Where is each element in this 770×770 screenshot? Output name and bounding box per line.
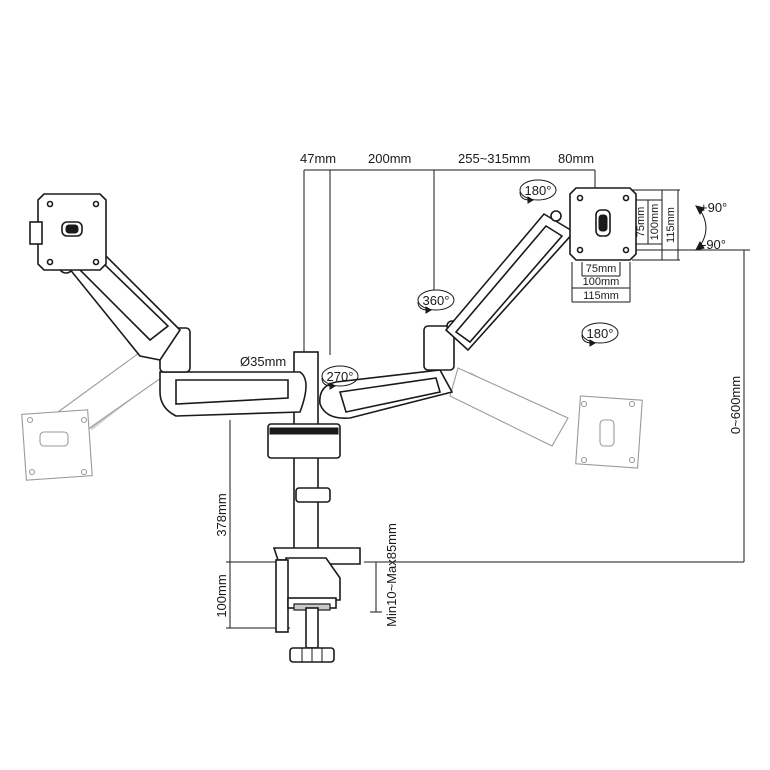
vesa-h-75-label: 75mm [635,207,647,238]
clamp-range-label: Min10~Max85mm [384,523,399,627]
head-offset-label: 80mm [558,151,594,166]
ghost-left-arm [21,344,179,481]
rotate-head-side-badge [581,322,619,347]
swivel-arm-label: 360° [423,293,450,308]
tilt-up-label: +90° [700,200,727,215]
right-vesa-plate [569,187,637,261]
left-vesa-plate [29,193,107,271]
tilt-down-label: -90° [702,237,726,252]
rotate-head-top-badge [519,179,557,204]
left-lower-arm [159,324,307,417]
right-upper-arm [444,210,576,352]
clamp-height-label: 100mm [214,574,229,617]
height-range-label: 0~600mm [728,376,743,434]
pole-height-label: 378mm [214,493,229,536]
vesa-h-100-label: 100mm [649,204,661,241]
arm-second-label: 255~315mm [458,151,531,166]
vesa-w-100-label: 100mm [583,276,620,288]
swivel-base-badge [321,365,359,390]
swivel-arm-badge [417,289,455,314]
vesa-h-115-label: 115mm [665,207,677,243]
pole-diameter-label: Ø35mm [240,354,286,369]
arm-first-label: 200mm [368,151,411,166]
swivel-base-label: 270° [327,369,354,384]
rotate-head-side-label: 180° [587,326,614,341]
vesa-w-75-label: 75mm [586,263,617,275]
height-dimension-lines [226,249,750,629]
ghost-right-arm [449,367,643,469]
vesa-w-115-label: 115mm [583,290,619,302]
tilt-arrow [695,205,707,251]
pole-offset-label: 47mm [300,151,336,166]
vesa-dimension-lines [571,189,680,303]
top-dimension-lines [303,169,596,360]
rotate-head-top-label: 180° [525,183,552,198]
